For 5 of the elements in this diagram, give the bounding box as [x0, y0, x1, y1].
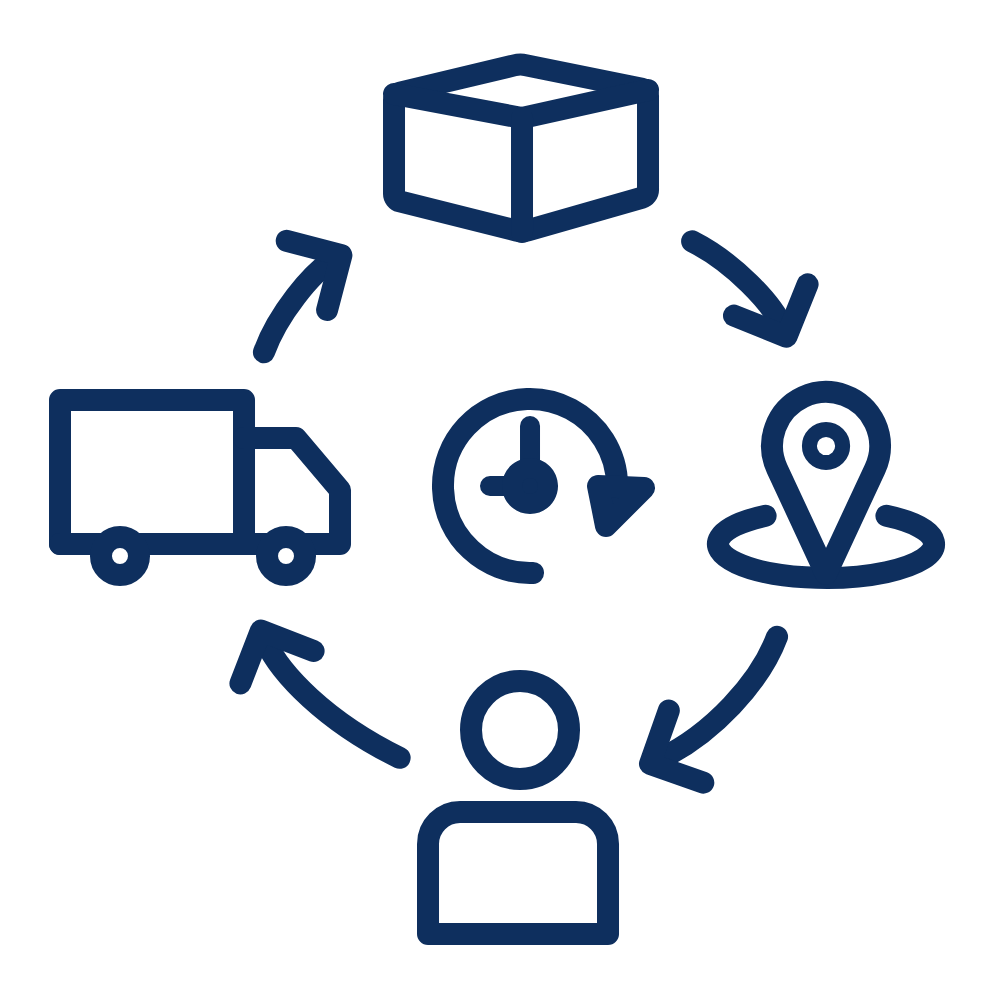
- clock-icon: [432, 388, 655, 584]
- person-icon: [417, 670, 619, 945]
- truck-icon: [49, 389, 351, 586]
- box-icon: [383, 53, 659, 243]
- location-pin-icon: [707, 381, 945, 589]
